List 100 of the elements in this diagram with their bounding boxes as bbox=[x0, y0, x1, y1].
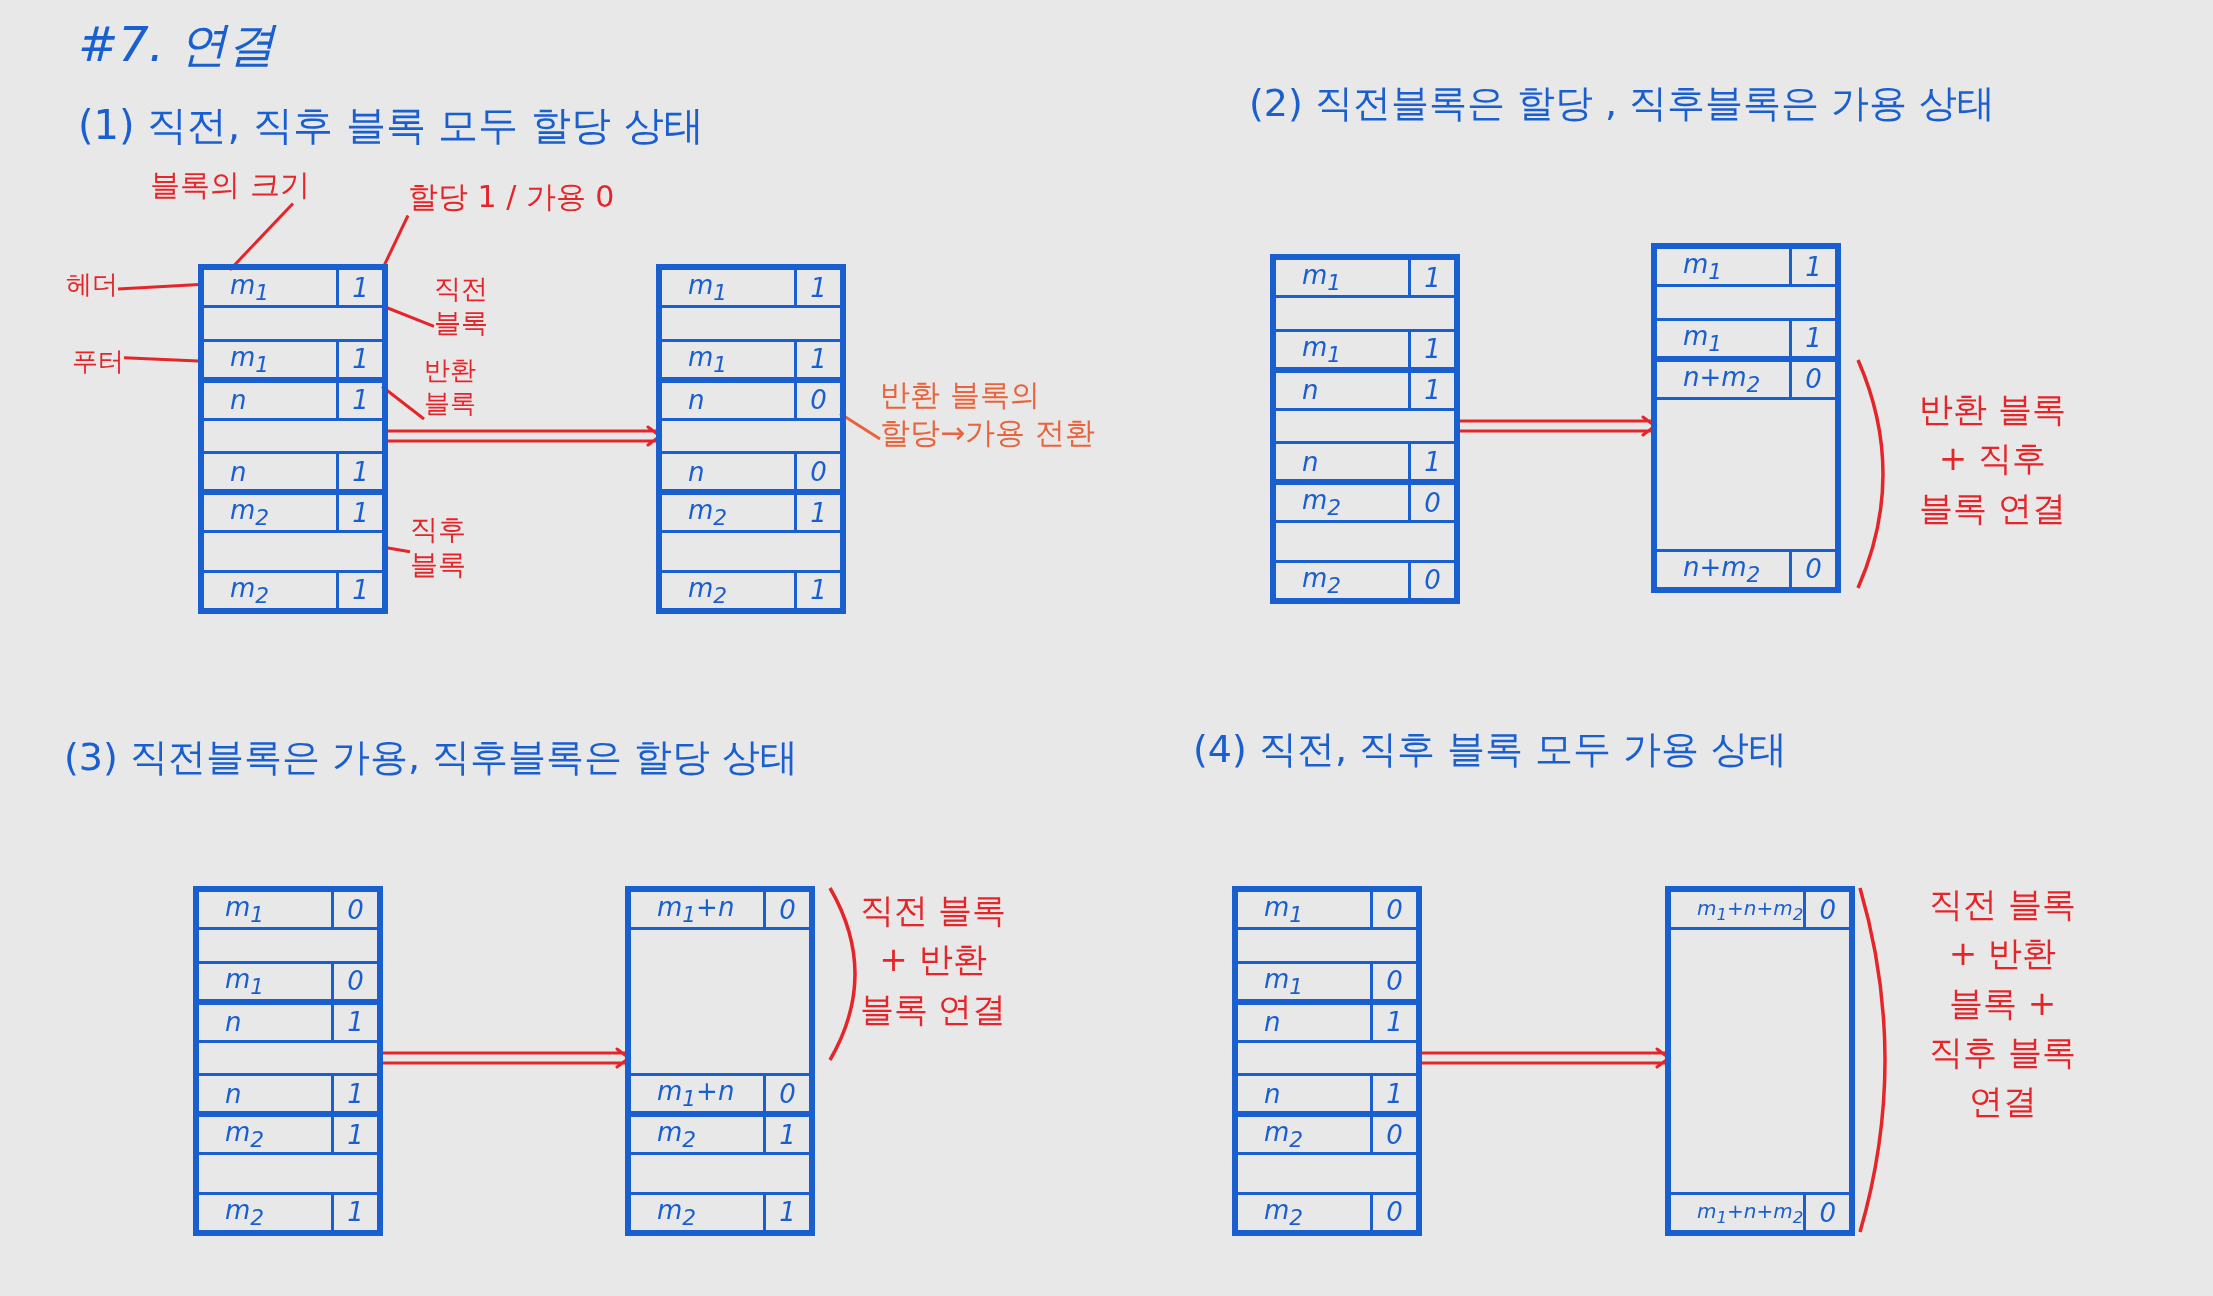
block-size-value: n bbox=[687, 385, 706, 416]
header-row bbox=[662, 270, 840, 308]
block-size-value: m$_{1}$+n bbox=[656, 891, 736, 928]
annotation-text: 직전 블록 bbox=[434, 272, 504, 340]
footer-row bbox=[199, 1192, 377, 1230]
memory-block bbox=[1657, 361, 1835, 587]
footer-row bbox=[199, 960, 377, 999]
header-row bbox=[1238, 1004, 1416, 1043]
header-row bbox=[1671, 892, 1849, 930]
block-size-value: m$_{2}$ bbox=[229, 495, 271, 531]
status-bit-cell: 0 bbox=[1789, 361, 1835, 397]
footer-row bbox=[631, 1192, 809, 1230]
header-row bbox=[204, 495, 382, 534]
block-size-value: m$_{1}$ bbox=[1263, 963, 1305, 999]
footer-row bbox=[1276, 328, 1454, 367]
block-size-value: m$_{1}$ bbox=[1301, 331, 1343, 367]
footer-row bbox=[1238, 1192, 1416, 1230]
footer-row bbox=[662, 570, 840, 608]
status-bit-cell: 0 bbox=[1803, 1195, 1849, 1230]
status-bit-cell: 0 bbox=[794, 382, 840, 418]
status-bit-cell: 1 bbox=[336, 270, 382, 305]
annotation-text: 반환 블록 bbox=[424, 354, 494, 419]
status-bit-cell: 1 bbox=[336, 495, 382, 531]
block-size-value: m$_{1}$ bbox=[1263, 891, 1305, 928]
status-bit-cell: 1 bbox=[1370, 1076, 1416, 1112]
status-bit-cell: 0 bbox=[1370, 1117, 1416, 1153]
section-heading: (1) 직전, 직후 블록 모두 할당 상태 bbox=[78, 101, 705, 150]
section-heading: (4) 직전, 직후 블록 모두 가용 상태 bbox=[1193, 726, 1789, 773]
header-row bbox=[1657, 249, 1835, 287]
status-bit-cell: 0 bbox=[1370, 963, 1416, 999]
block-size-value: n bbox=[1301, 375, 1320, 406]
header-row bbox=[1276, 485, 1454, 524]
status-bit-cell: 0 bbox=[794, 454, 840, 490]
status-bit-cell: 1 bbox=[794, 573, 840, 608]
memory-block-stack bbox=[1232, 886, 1422, 1236]
memory-block-stack bbox=[193, 886, 383, 1236]
leader-line bbox=[228, 202, 295, 272]
block-size-value: m$_{1}$ bbox=[1682, 320, 1724, 356]
block-size-value: m$_{2}$ bbox=[224, 1117, 266, 1153]
block-size-value: m$_{2}$ bbox=[1263, 1117, 1305, 1153]
annotation-text: 푸터 bbox=[72, 345, 124, 378]
annotation-text: 직후 블록 bbox=[410, 512, 480, 582]
memory-block bbox=[199, 1004, 377, 1118]
status-bit-cell: 1 bbox=[1789, 249, 1835, 284]
memory-block bbox=[1238, 1117, 1416, 1230]
annotation-text: 할당 1 / 가용 0 bbox=[408, 178, 615, 216]
footer-row bbox=[1238, 960, 1416, 999]
block-size-value: n bbox=[224, 1078, 243, 1109]
header-row bbox=[631, 892, 809, 930]
note-text: 직전 블록 + 반환 블록 + 직후 블록 연결 bbox=[1928, 883, 2077, 1124]
block-size-value: m$_{2}$ bbox=[224, 1194, 266, 1231]
header-row bbox=[199, 1004, 377, 1043]
memory-block-stack bbox=[198, 264, 388, 614]
header-row bbox=[1238, 1117, 1416, 1156]
status-bit-cell: 1 bbox=[1370, 1004, 1416, 1040]
block-size-value: m$_{1}$ bbox=[229, 269, 271, 306]
status-bit-cell: 1 bbox=[331, 1076, 377, 1112]
status-bit-cell: 0 bbox=[1803, 892, 1849, 927]
note-text: 직전 블록 + 반환 블록 연결 bbox=[858, 889, 1008, 1031]
memory-block bbox=[662, 495, 840, 608]
footer-row bbox=[1657, 549, 1835, 587]
memory-block-stack bbox=[656, 264, 846, 614]
status-bit-cell: 1 bbox=[331, 1004, 377, 1040]
memory-block-stack bbox=[1651, 243, 1841, 593]
footer-row bbox=[662, 338, 840, 377]
status-bit-cell: 1 bbox=[1408, 444, 1454, 480]
footer-row bbox=[199, 1073, 377, 1112]
header-row bbox=[199, 892, 377, 930]
header-row bbox=[204, 382, 382, 421]
status-bit-cell: 0 bbox=[331, 963, 377, 999]
block-size-value: m$_{2}$ bbox=[229, 572, 271, 609]
status-bit-cell: 0 bbox=[1408, 485, 1454, 521]
status-bit-cell: 1 bbox=[1408, 372, 1454, 408]
status-bit-cell: 1 bbox=[331, 1117, 377, 1153]
status-bit-cell: 0 bbox=[1789, 552, 1835, 587]
memory-block bbox=[204, 270, 382, 383]
block-size-value: m$_{2}$ bbox=[656, 1117, 698, 1153]
block-size-value: m$_{1}$+n bbox=[656, 1076, 736, 1112]
block-size-value: m$_{2}$ bbox=[1301, 562, 1343, 599]
header-row bbox=[662, 495, 840, 534]
status-bit-cell: 1 bbox=[794, 341, 840, 377]
header-row bbox=[631, 1117, 809, 1156]
block-size-value: m$_{1}$ bbox=[1682, 248, 1724, 285]
memory-block bbox=[1276, 260, 1454, 373]
memory-block bbox=[1276, 485, 1454, 598]
footer-row bbox=[204, 338, 382, 377]
memory-block bbox=[631, 1117, 809, 1230]
footer-row bbox=[204, 451, 382, 490]
memory-block bbox=[662, 270, 840, 383]
status-bit-cell: 1 bbox=[1408, 331, 1454, 367]
header-row bbox=[1238, 892, 1416, 930]
memory-block bbox=[662, 382, 840, 496]
block-size-value: n+m$_{2}$ bbox=[1682, 551, 1762, 588]
block-size-value: m$_{1}$+n+m$_{2}$ bbox=[1696, 895, 1804, 924]
block-size-value: n bbox=[1301, 446, 1320, 477]
status-bit-cell: 1 bbox=[336, 573, 382, 608]
block-size-value: m$_{1}$ bbox=[224, 963, 266, 999]
block-size-value: m$_{1}$ bbox=[229, 341, 271, 377]
status-bit-cell: 0 bbox=[1370, 1195, 1416, 1230]
memory-block bbox=[631, 892, 809, 1118]
